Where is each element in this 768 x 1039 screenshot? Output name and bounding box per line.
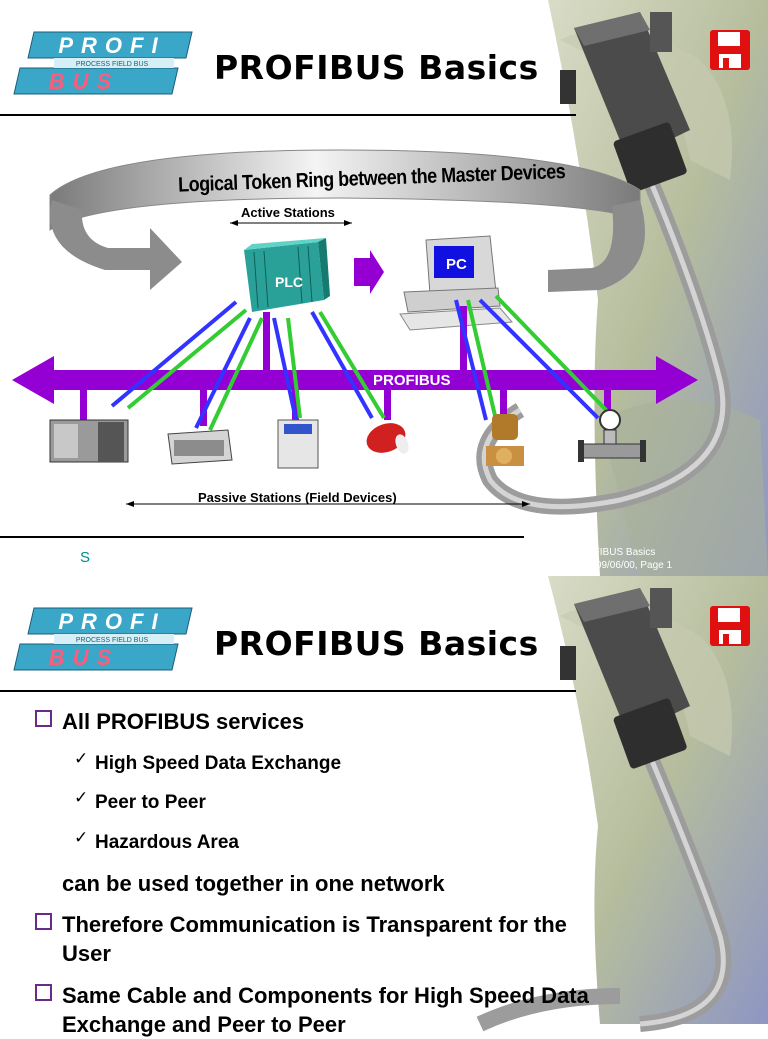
sub-bullet-1: High Speed Data Exchange — [95, 753, 342, 774]
slide-1: PROFI PROCESS FIELD BUS BUS PROFIBUS Bas… — [0, 0, 768, 576]
check-icon: ✓ — [74, 828, 89, 847]
profibus-bus-label: PROFIBUS — [373, 372, 451, 389]
svg-text:PROCESS FIELD BUS: PROCESS FIELD BUS — [76, 637, 149, 644]
bullet-2: Therefore Communication is Transparent f… — [62, 912, 567, 966]
ring-arrow-right — [548, 200, 645, 292]
svg-text:BUS: BUS — [49, 645, 119, 670]
floppy-disk-icon[interactable] — [710, 30, 750, 70]
slide-title: PROFIBUS Basics — [214, 624, 539, 663]
sub-bullet-2: Peer to Peer — [95, 792, 206, 813]
slide-background — [476, 576, 768, 1032]
title-rule — [0, 690, 576, 692]
svg-text:PROFI: PROFI — [58, 33, 165, 58]
bullet-3: Same Cable and Components for High Speed… — [62, 983, 589, 1037]
passive-stations-label: Passive Stations (Field Devices) — [198, 490, 397, 505]
cable-connector-icon — [560, 12, 690, 193]
profibus-bus — [12, 356, 698, 404]
slide-background — [0, 0, 768, 576]
bullet-1: All PROFIBUS services — [62, 709, 305, 734]
title-rule — [0, 114, 576, 116]
field-device-io — [167, 429, 233, 465]
ring-arrow-left — [50, 200, 183, 290]
profibus-logo: PROFI PROCESS FIELD BUS BUS — [13, 607, 193, 671]
svg-text:PROFI: PROFI — [58, 609, 165, 634]
footer-title: PROFIBUS Basics — [572, 547, 656, 558]
flowmeter-icon — [578, 409, 646, 462]
slide-title: PROFIBUS Basics — [214, 48, 539, 87]
s-mark: S — [80, 549, 91, 566]
active-stations-label: Active Stations — [241, 205, 335, 220]
svg-text:BUS: BUS — [49, 69, 119, 94]
bullet-square — [35, 913, 52, 930]
footer: PROFIBUS Basics Date 09/06/00, Page 1 — [572, 546, 672, 572]
cable-connector-icon — [560, 588, 690, 769]
profibus-logo: PROFI PROCESS FIELD BUS BUS — [13, 31, 193, 95]
svg-text:PROCESS FIELD BUS: PROCESS FIELD BUS — [76, 61, 149, 68]
valve-icon — [486, 414, 524, 466]
bullet-square — [35, 710, 52, 727]
bullet-1-continuation: can be used together in one network — [62, 871, 445, 896]
plc-icon — [244, 238, 330, 312]
plc-label: PLC — [275, 274, 303, 290]
floppy-disk-icon[interactable] — [710, 606, 750, 646]
check-icon: ✓ — [74, 749, 89, 768]
sub-bullet-3: Hazardous Area — [95, 832, 239, 853]
slide-2: PROFI PROCESS FIELD BUS BUS PROFIBUS Bas… — [0, 576, 768, 1037]
footer-date: Date 09/06/00, Page 1 — [572, 560, 673, 571]
field-device-rack — [49, 419, 129, 463]
field-device-motor — [366, 423, 409, 454]
field-device-panel — [277, 419, 319, 469]
bullet-square — [35, 984, 52, 1001]
pc-label: PC — [446, 256, 467, 273]
check-icon: ✓ — [74, 788, 89, 807]
